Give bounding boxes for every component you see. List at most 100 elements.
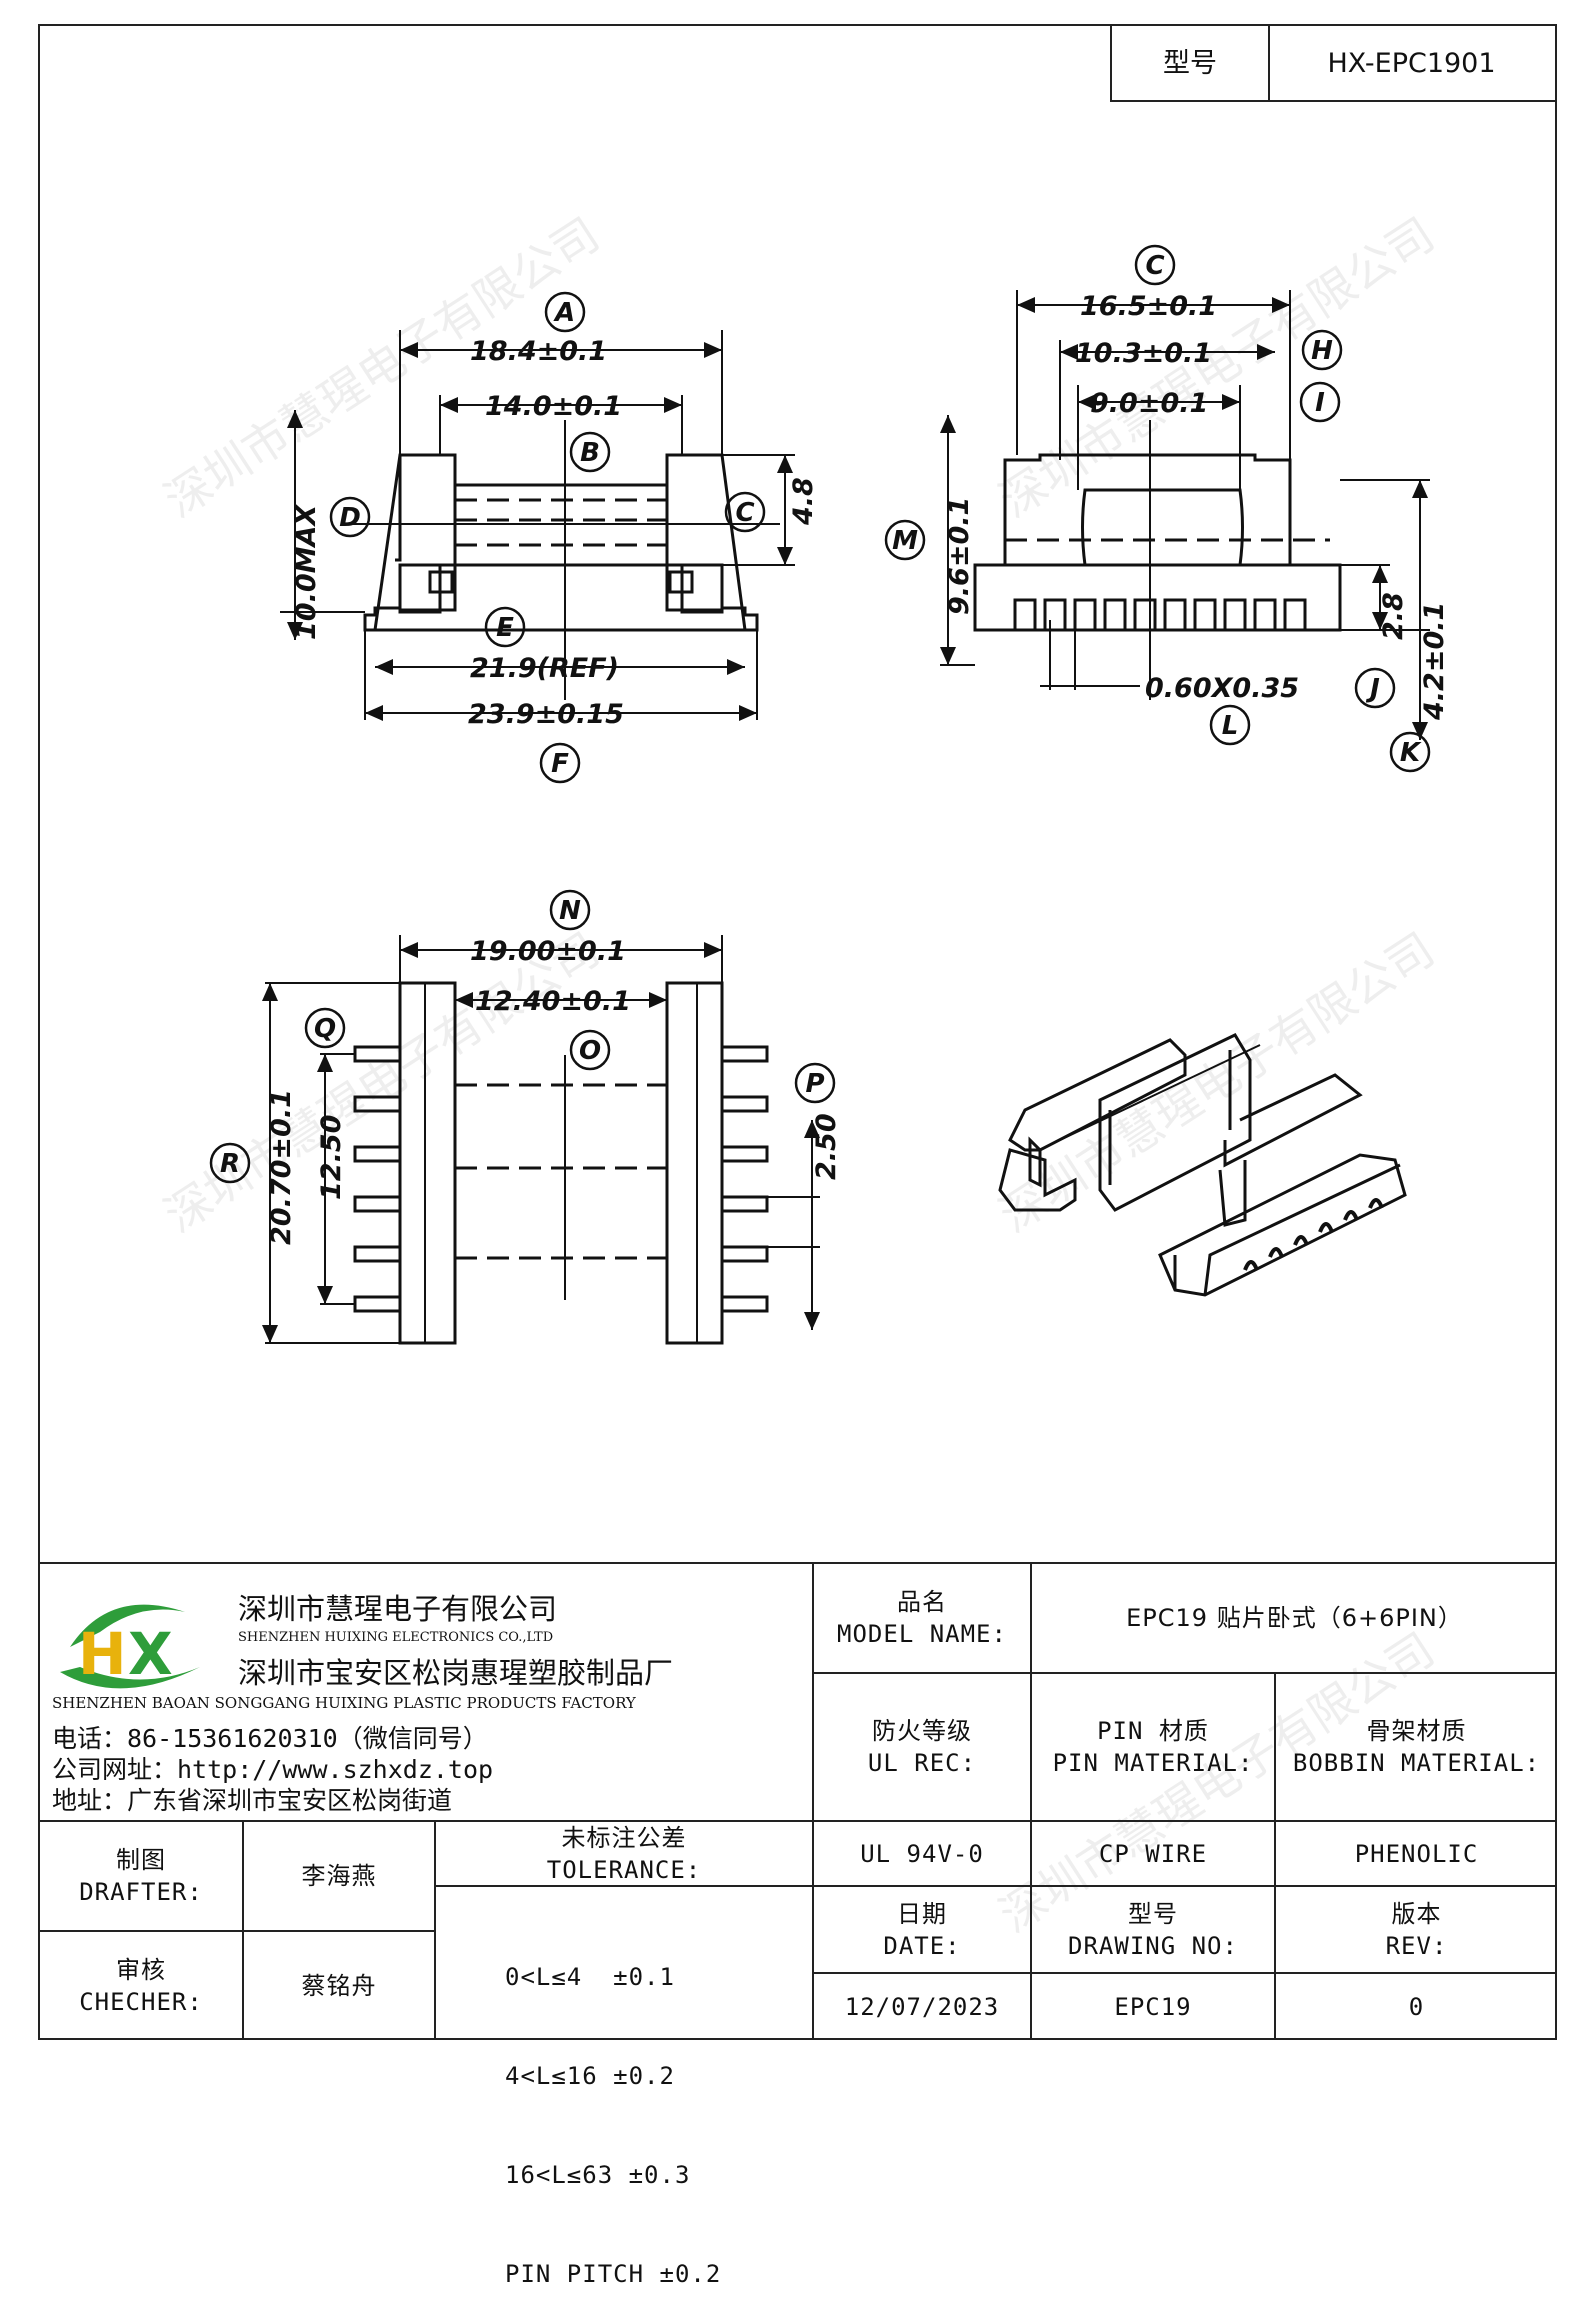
drafter-value: 李海燕: [244, 1822, 434, 1930]
checker-value: 蔡铭舟: [244, 1932, 434, 2040]
label-letter-c: C: [1145, 251, 1164, 281]
bobbin-material-label-cn: 骨架材质: [1366, 1717, 1467, 1745]
label-letter-q: Q: [314, 1014, 336, 1044]
factory-name-en: SHENZHEN BAOAN SONGGANG HUIXING PLASTIC …: [52, 1694, 636, 1712]
tolerance-label: 未标注公差 TOLERANCE:: [436, 1822, 812, 1885]
logo-graphic: H X: [60, 1604, 200, 1689]
drafter-label-en: DRAFTER:: [79, 1878, 203, 1906]
drawing-frame: [38, 24, 1557, 2040]
header-model-value: HX-EPC1901: [1268, 24, 1557, 102]
date-label-cn: 日期: [897, 1899, 947, 1928]
dim-a: 18.4±0.1: [470, 336, 607, 367]
drawing-no-label-cn: 型号: [1128, 1899, 1178, 1928]
drawing-no-label: 型号 DRAWING NO:: [1032, 1887, 1274, 1972]
label-letter-a: A: [553, 298, 575, 328]
company-website[interactable]: 公司网址：http://www.szhxdz.top: [52, 1755, 494, 1784]
label-circle: [1354, 667, 1396, 709]
dim-r: 20.70±0.1: [266, 1089, 297, 1245]
label-circle: [1209, 704, 1251, 746]
ul-rec-label-cn: 防火等级: [872, 1717, 972, 1745]
label-circle: [304, 1007, 346, 1049]
dim-c-right: 4.8: [788, 477, 819, 526]
label-circle: [539, 742, 581, 784]
date-value: 12/07/2023: [814, 1974, 1030, 2040]
label-circle: [1389, 731, 1431, 773]
side-view-pins: [1013, 598, 1307, 630]
rev-label-cn: 版本: [1391, 1899, 1442, 1928]
bottom-view-pins-left: [353, 1045, 402, 1313]
ul-rec-value: UL 94V-0: [814, 1822, 1030, 1885]
bottom-view: [262, 935, 820, 1345]
label-circle: [1299, 381, 1341, 423]
isometric-view: [998, 1033, 1407, 1297]
label-letter-n: N: [559, 896, 581, 926]
label-letter-f: F: [551, 749, 569, 779]
company-logo: H X: [50, 1592, 220, 1702]
header-model-value-text: HX-EPC1901: [1327, 47, 1496, 79]
company-phone: 电话：86-15361620310（微信同号）: [52, 1724, 488, 1753]
pin-material-label-en: PIN MATERIAL:: [1052, 1749, 1254, 1777]
label-letter-o: O: [579, 1036, 601, 1066]
rev-value: 0: [1276, 1974, 1557, 2040]
label-circle: [724, 491, 766, 533]
label-circle: [549, 889, 591, 931]
dim-o: 12.40±0.1: [475, 986, 631, 1017]
company-address: 地址：广东省深圳市宝安区松岗街道: [52, 1786, 453, 1815]
label-circle: [329, 496, 371, 538]
label-letter-i: I: [1315, 388, 1325, 418]
model-name-label: 品名 MODEL NAME:: [814, 1564, 1030, 1672]
label-letter-k: K: [1400, 738, 1422, 768]
model-name-label-cn: 品名: [897, 1588, 947, 1616]
dim-e: 23.9±0.15: [468, 699, 624, 730]
dim-b: 14.0±0.1: [485, 391, 622, 422]
tolerance-label-cn: 未标注公差: [561, 1823, 687, 1852]
ul-rec-label-en: UL REC:: [867, 1749, 977, 1777]
tolerance-row: 4<L≤16 ±0.2: [505, 2062, 675, 2090]
checker-value-text: 蔡铭舟: [301, 1972, 377, 2000]
svg-text:H: H: [78, 1620, 127, 1688]
label-circle: [1134, 244, 1176, 286]
checker-label-cn: 审核: [116, 1956, 166, 1984]
rev-label: 版本 REV:: [1276, 1887, 1557, 1972]
model-name-value: EPC19 贴片卧式（6+6PIN）: [1032, 1564, 1557, 1672]
label-letter-p: P: [805, 1069, 824, 1099]
checker-label-en: CHECHER:: [79, 1988, 203, 2016]
date-value-text: 12/07/2023: [844, 1993, 1000, 2021]
drafter-label-cn: 制图: [116, 1846, 166, 1874]
dim-p: 2.50: [811, 1113, 842, 1180]
company-name-en: SHENZHEN HUIXING ELECTRONICS CO.,LTD: [238, 1630, 554, 1645]
header-model-label: 型号: [1110, 24, 1270, 102]
dim-h: 10.3±0.1: [1075, 338, 1212, 369]
model-name-value-text: EPC19 贴片卧式（6+6PIN）: [1126, 1604, 1463, 1632]
label-circle: [569, 431, 611, 473]
tolerance-label-en: TOLERANCE:: [546, 1855, 702, 1884]
dim-c: 16.5±0.1: [1080, 291, 1217, 322]
drafter-value-text: 李海燕: [301, 1862, 377, 1890]
header-model-label-text: 型号: [1163, 47, 1217, 79]
bottom-view-pins-right: [720, 1045, 769, 1313]
label-circle: [484, 606, 526, 648]
ul-rec-label: 防火等级 UL REC:: [814, 1674, 1030, 1820]
dim-n: 19.00±0.1: [470, 936, 626, 967]
technical-drawing: 18.4±0.1 14.0±0.1 4.8 10.0MAX 21.9(REF) …: [209, 244, 1450, 1345]
label-letter-e: E: [496, 613, 514, 643]
pin-material-value-text: CP WIRE: [1098, 1839, 1208, 1868]
pin-material-label-cn: PIN 材质: [1097, 1717, 1209, 1745]
label-letter-l: L: [1222, 711, 1239, 741]
label-letter-d: D: [339, 503, 361, 533]
bobbin-material-value-text: PHENOLIC: [1354, 1839, 1479, 1868]
front-view: [280, 330, 795, 721]
label-letter-c: C: [735, 498, 754, 528]
side-view: [940, 290, 1430, 740]
pin-material-value: CP WIRE: [1032, 1822, 1274, 1885]
svg-text:X: X: [128, 1620, 173, 1688]
dim-k: 4.2±0.1: [1419, 602, 1450, 721]
dim-j: 2.8: [1378, 592, 1409, 640]
bobbin-material-label: 骨架材质 BOBBIN MATERIAL:: [1276, 1674, 1557, 1820]
label-circle: [884, 519, 926, 561]
model-name-label-en: MODEL NAME:: [837, 1620, 1007, 1648]
tolerance-row: 0<L≤4 ±0.1: [505, 1963, 675, 1991]
company-block: H X 深圳市慧瑆电子有限公司 SHENZHEN HUIXING ELECTRO…: [38, 1564, 814, 1820]
drawing-no-value-text: EPC19: [1114, 1993, 1192, 2021]
bobbin-material-value: PHENOLIC: [1276, 1822, 1557, 1885]
